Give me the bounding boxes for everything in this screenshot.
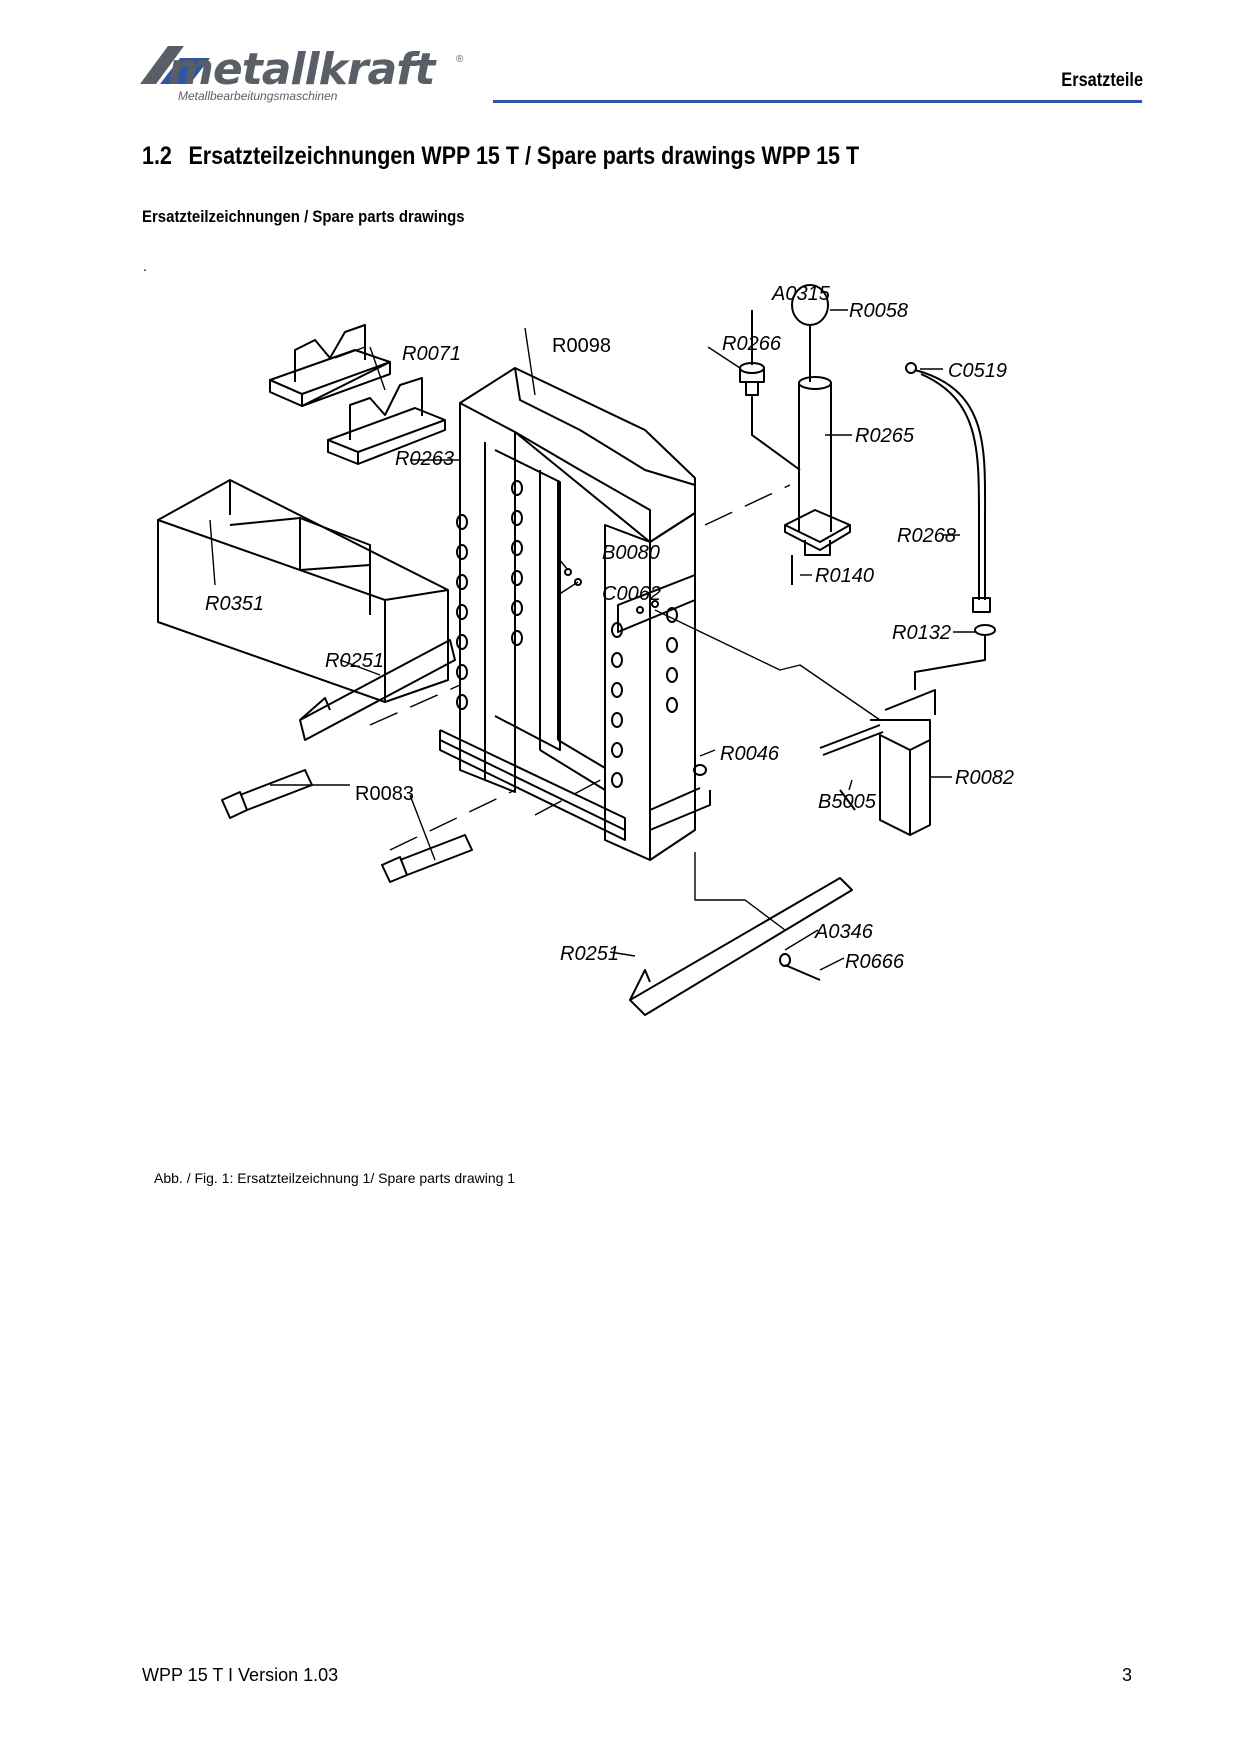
- label-R0266: R0266: [722, 333, 782, 355]
- brand-name: metallkraft: [168, 44, 437, 95]
- brand-tagline: Metallbearbeitungsmaschinen: [178, 89, 338, 103]
- frame-holes: [456, 480, 678, 788]
- footer-page-number: 3: [1121, 1665, 1132, 1685]
- label-R0263: R0263: [395, 448, 454, 470]
- section-title: Ersatzteilzeichnungen WPP 15 T / Spare p…: [188, 142, 860, 170]
- bed-part: [157, 479, 449, 703]
- pump-part: [819, 689, 936, 836]
- label-C0519: C0519: [948, 360, 1007, 382]
- header-rule: [493, 100, 1142, 103]
- label-R0132: R0132: [892, 622, 951, 644]
- label-B0080: B0080: [602, 542, 660, 564]
- label-B5005: B5005: [818, 791, 877, 813]
- label-A0315: A0315: [771, 283, 831, 305]
- label-C0062: C0062: [602, 583, 661, 605]
- frame-part: [439, 367, 711, 861]
- drawing-subheading: Ersatzteilzeichnungen / Spare parts draw…: [142, 207, 465, 226]
- section-number: 1.2: [142, 142, 172, 170]
- label-R0251-bottom: R0251: [560, 943, 619, 965]
- label-R0098: R0098: [552, 335, 611, 357]
- label-R0046: R0046: [720, 743, 780, 765]
- footer-document-version: WPP 15 T I Version 1.03: [142, 1665, 339, 1685]
- figure-caption: Abb. / Fig. 1: Ersatzteilzeichnung 1/ Sp…: [154, 1170, 516, 1186]
- leader-lines: [209, 309, 975, 971]
- label-R0666: R0666: [845, 951, 905, 973]
- cylinder-part: [784, 376, 851, 556]
- header-section-title: Ersatzteile: [1061, 70, 1143, 91]
- v-block-part: [269, 324, 446, 465]
- label-R0268: R0268: [897, 525, 956, 547]
- label-R0265: R0265: [855, 425, 915, 447]
- stray-mark: .: [143, 258, 147, 274]
- label-R0058: R0058: [849, 300, 908, 322]
- label-R0083: R0083: [355, 783, 414, 805]
- brand-registered-mark: ®: [456, 54, 464, 65]
- label-R0071: R0071: [402, 343, 461, 365]
- metallkraft-logo: metallkraft ® Metallbearbeitungsmaschine…: [140, 44, 464, 103]
- gauge-part: [791, 284, 829, 382]
- label-R0351: R0351: [205, 593, 264, 615]
- label-R0251-top: R0251: [325, 650, 384, 672]
- section-heading: 1.2 Ersatzteilzeichnungen WPP 15 T / Spar…: [142, 142, 859, 171]
- bolt-parts: [564, 555, 856, 981]
- label-A0346: A0346: [814, 921, 874, 943]
- pin-part: [221, 769, 473, 883]
- spare-parts-drawing: A0315 R0058 R0098 R0071 R0266 C0519 R026…: [157, 283, 1014, 1016]
- label-R0082: R0082: [955, 767, 1014, 789]
- hose-part: [905, 362, 996, 690]
- label-R0140: R0140: [815, 565, 874, 587]
